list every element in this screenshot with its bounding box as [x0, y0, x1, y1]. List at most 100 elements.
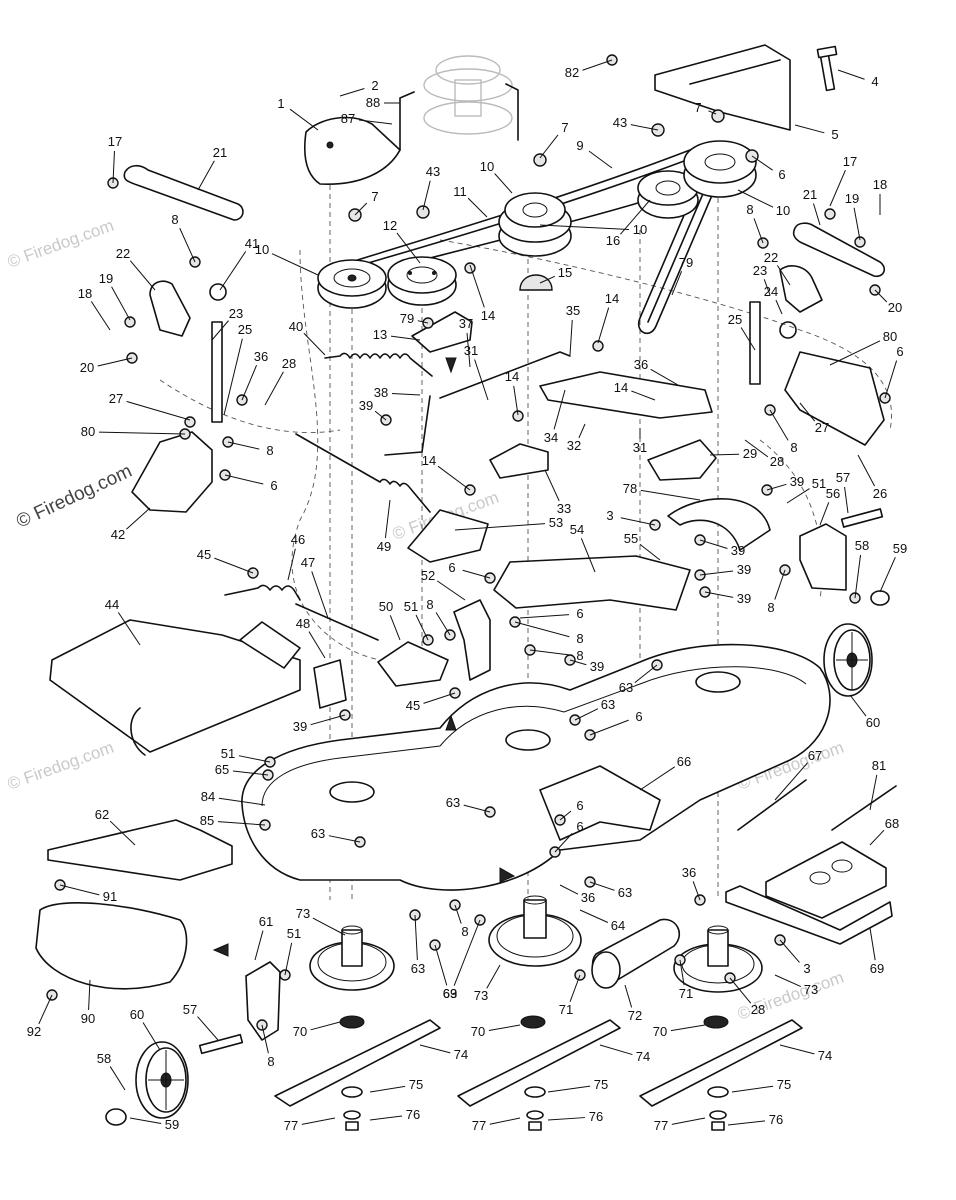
axle-57-left: [198, 1033, 244, 1055]
pulley-cover-1: [304, 116, 401, 185]
leader-line: [599, 1044, 633, 1056]
leader-line: [369, 1085, 406, 1093]
callout-number: 63: [411, 961, 425, 976]
callout-number: 8: [171, 212, 178, 227]
callout-number: 59: [893, 541, 907, 556]
leader-line: [238, 755, 271, 763]
bracket-50: [377, 641, 449, 687]
callout-number: 54: [570, 522, 584, 537]
leader-line: [776, 265, 791, 286]
callout-number: 63: [619, 680, 633, 695]
callout-number: 63: [443, 986, 457, 1001]
leader-line: [142, 1022, 161, 1051]
hex-key-88: [399, 91, 415, 151]
callout-number: 57: [836, 470, 850, 485]
callout-number: 75: [594, 1077, 608, 1092]
callout-number: 8: [461, 924, 468, 939]
bracket-42: [131, 431, 213, 513]
leader-line: [264, 371, 284, 406]
leader-line: [559, 884, 579, 895]
pulley-10-right: [683, 140, 757, 198]
spindle-hole-right: [695, 671, 741, 693]
leader-line: [774, 974, 802, 987]
leader-line: [529, 649, 570, 656]
callout-number: 38: [374, 385, 388, 400]
callout-number: 55: [624, 531, 638, 546]
callout-number: 31: [633, 440, 647, 455]
leader-line: [463, 804, 491, 813]
callout-number: 80: [883, 329, 897, 344]
callout-number: 6: [576, 606, 583, 621]
leader-line: [513, 385, 519, 416]
leader-line: [419, 1044, 451, 1054]
arrow-down-1: [445, 357, 457, 374]
callout-number: 51: [404, 599, 418, 614]
callout-number: 39: [737, 562, 751, 577]
leader-line: [634, 664, 658, 684]
callout-number: 8: [576, 631, 583, 646]
leader-line: [844, 486, 849, 514]
callout-number: 13: [373, 327, 387, 342]
leader-line: [423, 692, 456, 704]
callout-number: 88: [366, 95, 380, 110]
callout-number: 69: [443, 986, 457, 1001]
leader-line: [639, 766, 675, 791]
callout-number: 5: [831, 127, 838, 142]
leader-line: [699, 539, 728, 549]
hardware-stack-left: [341, 1086, 363, 1131]
leader-line: [731, 1085, 774, 1093]
bracket-66: [539, 765, 661, 841]
callout-number: 15: [558, 265, 572, 280]
leader-line: [884, 360, 898, 399]
arrow-up-1: [445, 714, 457, 731]
callout-number: 34: [544, 430, 558, 445]
spindle-73-center: [488, 895, 582, 967]
callout-number: 14: [614, 380, 628, 395]
callout-number: 75: [409, 1077, 423, 1092]
leader-line: [849, 694, 867, 717]
leader-line: [59, 884, 100, 896]
leader-line: [799, 402, 816, 422]
leader-line: [434, 944, 448, 986]
callout-number: 61: [259, 914, 273, 929]
leader-line: [763, 279, 771, 296]
belt-79: [637, 177, 717, 335]
blade-74-right: [639, 1019, 803, 1107]
spring-49: [295, 433, 431, 513]
callout-number: 7: [694, 100, 701, 115]
leader-line: [289, 108, 319, 131]
bracket-26: [784, 351, 885, 446]
pulley-10-center: [498, 192, 572, 257]
leader-line: [261, 1024, 269, 1054]
callout-number: 7: [561, 120, 568, 135]
callout-number: 29: [743, 446, 757, 461]
callout-number: 70: [471, 1024, 485, 1039]
leader-line: [303, 332, 326, 356]
callout-number: 20: [888, 300, 902, 315]
bracket-13: [411, 311, 473, 353]
bracket-22-right: [779, 265, 823, 313]
callout-number: 72: [628, 1008, 642, 1023]
leader-line: [539, 224, 630, 231]
callout-number: 23: [229, 306, 243, 321]
callout-number: 76: [769, 1112, 783, 1127]
leader-line: [569, 659, 587, 666]
leader-line: [217, 821, 266, 826]
leader-line: [578, 423, 586, 439]
plate-53: [407, 509, 489, 563]
leader-line: [218, 797, 266, 806]
leader-line: [374, 410, 387, 421]
leader-line: [869, 927, 876, 961]
callout-number: 27: [109, 391, 123, 406]
callout-number: 28: [751, 1002, 765, 1017]
leader-line: [519, 614, 570, 619]
rod-37: [439, 351, 571, 399]
leader-line: [488, 1024, 521, 1032]
leader-line: [311, 571, 329, 619]
callout-number: 4: [871, 74, 878, 89]
callout-number: 45: [406, 698, 420, 713]
callout-number: 3: [803, 961, 810, 976]
spindle-hole-left: [329, 781, 375, 803]
callout-number: 53: [549, 515, 563, 530]
callout-number: 14: [481, 308, 495, 323]
